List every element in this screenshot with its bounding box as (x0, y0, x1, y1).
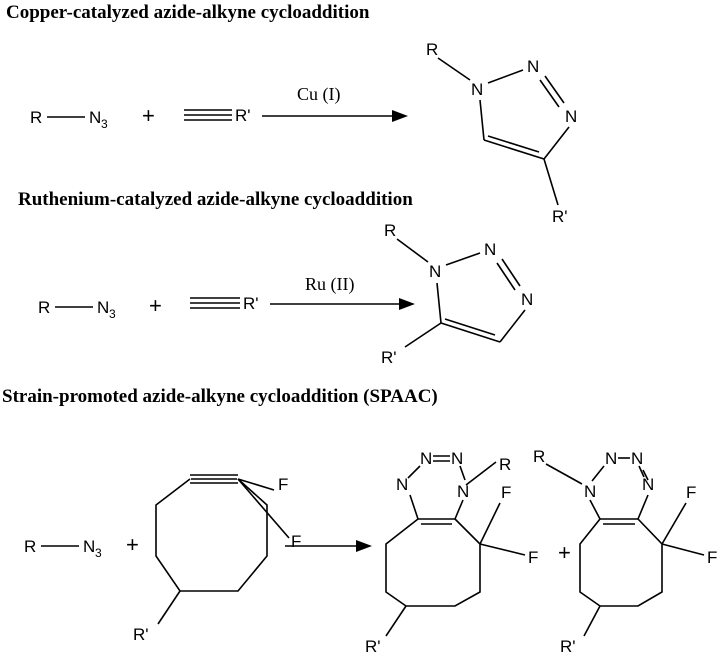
f-label: F (686, 483, 696, 502)
r-label: R (499, 455, 511, 474)
n-label: N (89, 108, 101, 127)
n2-label: N (527, 57, 539, 76)
r-prime-label: R' (243, 294, 259, 313)
azide-reactant-1: R N 3 (30, 108, 108, 131)
plus-sign: + (142, 103, 155, 128)
r-prime-label: R' (560, 637, 576, 654)
alkyne-reactant-2: R' (190, 294, 259, 313)
ru-catalyst-label: Ru (II) (305, 274, 354, 295)
triazole-product-1-5: R N N N R' (381, 221, 533, 367)
difluorocyclooctyne-reactant: F F R' (133, 474, 301, 644)
r-label: R (384, 221, 396, 240)
n3-subscript: 3 (109, 307, 116, 321)
r-prime-label: R' (235, 106, 251, 125)
r-label: R (30, 108, 42, 127)
plus-sign: + (149, 293, 162, 318)
plus-sign: + (558, 540, 571, 565)
n1-label: N (471, 80, 483, 99)
r-prime-label: R' (365, 637, 381, 654)
n-label: N (631, 449, 643, 468)
reaction-arrow-3 (285, 540, 372, 552)
n-label: N (457, 482, 469, 501)
cu-catalyst-label: Cu (I) (297, 84, 341, 105)
r-prime-label: R' (381, 348, 397, 367)
n-label: N (642, 475, 654, 494)
r-prime-label: R' (552, 207, 568, 226)
spaac-product-b: R N N N N F F R' (533, 447, 717, 654)
reaction-arrow-2 (270, 298, 415, 310)
azide-reactant-3: R N 3 (24, 537, 102, 560)
n-label: N (451, 449, 463, 468)
plus-sign: + (126, 532, 139, 557)
n2-label: N (484, 240, 496, 259)
f-label: F (291, 532, 301, 551)
r-label: R (24, 537, 36, 556)
f-label: F (707, 548, 717, 567)
n-label: N (396, 475, 408, 494)
n-label: N (83, 537, 95, 556)
triazole-product-1-4: R N N N R' (426, 40, 577, 226)
spaac-title: Strain-promoted azide-alkyne cycloadditi… (2, 386, 438, 407)
ruaac-title: Ruthenium-catalyzed azide-alkyne cycload… (18, 189, 413, 210)
reaction-arrow-1 (262, 110, 408, 122)
spaac-product-a: N N N N R F F R' (365, 449, 538, 654)
f-label: F (528, 548, 538, 567)
n3-subscript: 3 (101, 117, 108, 131)
n-label: N (584, 482, 596, 501)
r-label: R (533, 447, 545, 466)
f-label: F (278, 475, 288, 494)
r-label: R (38, 298, 50, 317)
r-label: R (426, 40, 438, 59)
n-label: N (420, 449, 432, 468)
n3-label: N (521, 290, 533, 309)
r-prime-label: R' (133, 625, 149, 644)
f-label: F (501, 483, 511, 502)
azide-reactant-2: R N 3 (38, 298, 116, 321)
n-label: N (97, 298, 109, 317)
n1-label: N (429, 262, 441, 281)
n-label: N (605, 449, 617, 468)
alkyne-reactant-1: R' (184, 106, 251, 125)
n3-label: N (565, 107, 577, 126)
cuaac-title: Copper-catalyzed azide-alkyne cycloaddit… (6, 2, 370, 23)
n3-subscript: 3 (95, 546, 102, 560)
